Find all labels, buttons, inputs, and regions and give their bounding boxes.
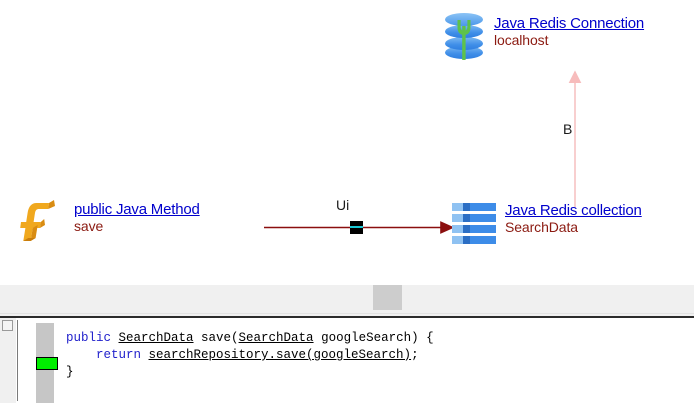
collection-table-icon	[452, 202, 496, 246]
code-line: return searchRepository.save(googleSearc…	[66, 347, 434, 364]
node-title[interactable]: public Java Method	[74, 201, 200, 218]
editor-pane: public SearchData save(SearchData google…	[0, 285, 694, 403]
splitter-band[interactable]	[0, 285, 694, 314]
code-token: ;	[411, 348, 419, 362]
node-redis-collection[interactable]: Java Redis collection SearchData	[452, 202, 642, 246]
edge-label-ui: Ui	[336, 197, 350, 213]
code-token: save(	[193, 331, 239, 345]
code-editor-frame: public SearchData save(SearchData google…	[0, 316, 694, 403]
code-token[interactable]: SearchData	[238, 331, 314, 345]
splitter-grip[interactable]	[373, 285, 402, 310]
code-token: }	[66, 365, 74, 379]
function-f-icon	[18, 198, 62, 244]
diagram-canvas[interactable]: Ui B Java Redis Connection localhost	[0, 0, 694, 285]
edge-label-b: B	[563, 121, 573, 137]
node-redis-connection[interactable]: Java Redis Connection localhost	[443, 12, 644, 60]
port-slit	[350, 226, 363, 228]
code-token[interactable]: SearchData	[118, 331, 194, 345]
editor-left-rail[interactable]	[0, 318, 16, 403]
code-editor-surface[interactable]: public SearchData save(SearchData google…	[17, 320, 694, 403]
rail-collapse-button[interactable]	[2, 320, 13, 331]
node-subtitle: save	[74, 218, 104, 234]
code-token: public	[66, 331, 119, 345]
node-title[interactable]: Java Redis Connection	[494, 15, 645, 32]
node-java-method[interactable]: public Java Method save	[18, 198, 200, 244]
node-subtitle: SearchData	[505, 219, 578, 235]
code-text[interactable]: public SearchData save(SearchData google…	[66, 330, 434, 381]
code-token: googleSearch) {	[313, 331, 434, 345]
node-title[interactable]: Java Redis collection	[505, 202, 642, 219]
green-change-marker[interactable]	[36, 357, 58, 370]
code-token: return	[66, 348, 149, 362]
port-square-marker[interactable]	[350, 221, 363, 234]
code-token[interactable]: searchRepository.save(googleSearch)	[148, 348, 412, 362]
code-line: }	[66, 364, 434, 381]
database-connection-icon	[443, 12, 485, 60]
node-subtitle: localhost	[494, 32, 549, 48]
editor-gutter[interactable]	[36, 323, 58, 403]
code-line: public SearchData save(SearchData google…	[66, 330, 434, 347]
